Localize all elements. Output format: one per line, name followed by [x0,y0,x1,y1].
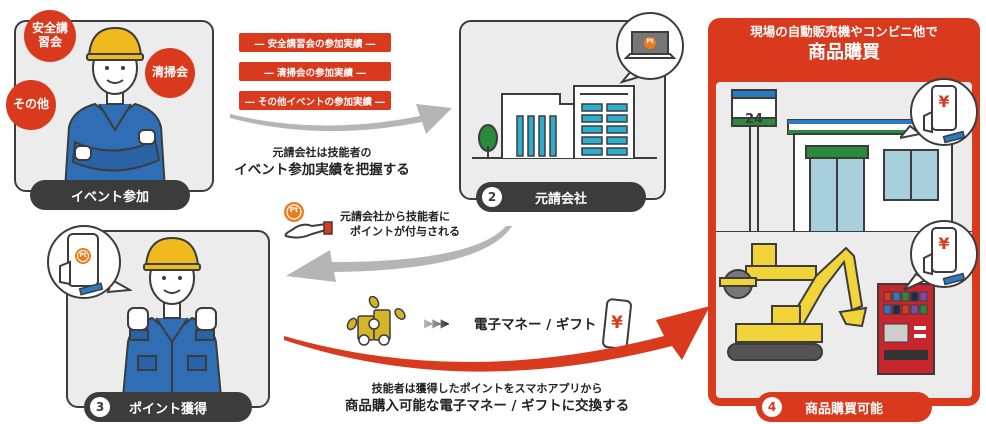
purchase-header: 現場の自動販売機やコンビニ他で 商品購買 [750,24,938,63]
records-caption: 元請会社は技能者の イベント参加実績を把握する [234,146,410,178]
step-number-badge: 2 [482,187,502,207]
vending-machine-illustration [877,283,935,375]
construction-machines-illustration [719,243,868,361]
phone-yen-bubble-vending [903,220,978,291]
grant-points-icon-text: Pt [289,206,299,214]
convenience-store-illustration [716,89,972,232]
contractor-label: 2 元請会社 [476,182,646,212]
step-number-badge: 4 [762,397,782,417]
coins-stack-icon [346,296,406,346]
red-arrow-to-purchase [284,306,710,372]
exchange-arrows: ▶▶▶ [424,316,450,330]
grant-caption: 元請会社から技能者に ポイントが付与される [340,210,460,238]
purchase-available-label: 4 商品購買可能 [756,392,932,422]
worker-cheering-illustration [120,236,224,408]
yen-symbol-vending: ¥ [938,234,950,253]
worker-arms-crossed-illustration [63,26,167,190]
e-money-gift-label: 電子マネー / ギフト [474,317,597,333]
gray-arrow-to-contractor [230,104,452,134]
laptop-points-icon: Pt [646,38,654,45]
office-building-illustration [472,85,657,159]
record-tag-cleanup: ― 清掃会の参加実績 ― [239,62,391,81]
yen-symbol: ¥ [611,313,623,333]
bubble-safety-training: 安全講習会 [24,10,76,62]
event-participation-label: イベント参加 [30,180,190,210]
step-number-badge: 3 [90,397,110,417]
gray-arrow-to-worker [286,226,512,282]
phone-yen-bubble-store [900,78,978,146]
store-24-sign: 24 [744,112,764,127]
yen-symbol-store: ¥ [938,92,950,111]
phone-points-bubble [47,225,132,299]
record-tag-safety-training: ― 安全講習会の参加実績 ― [239,33,391,52]
phone-points-icon-text: Pt [79,252,87,259]
points-earned-label: 3 ポイント獲得 [84,392,252,422]
bubble-cleanup: 清掃会 [145,48,195,98]
record-tag-other-events: ― その他イベントの参加実績 ― [239,91,391,110]
hand-giving-points-icon [284,202,333,239]
laptop-bubble [616,12,684,84]
bubble-others: その他 [6,80,56,130]
exchange-caption: 技能者は獲得したポイントをスマホアプリから 商品購入可能な電子マネー / ギフト… [344,382,630,414]
